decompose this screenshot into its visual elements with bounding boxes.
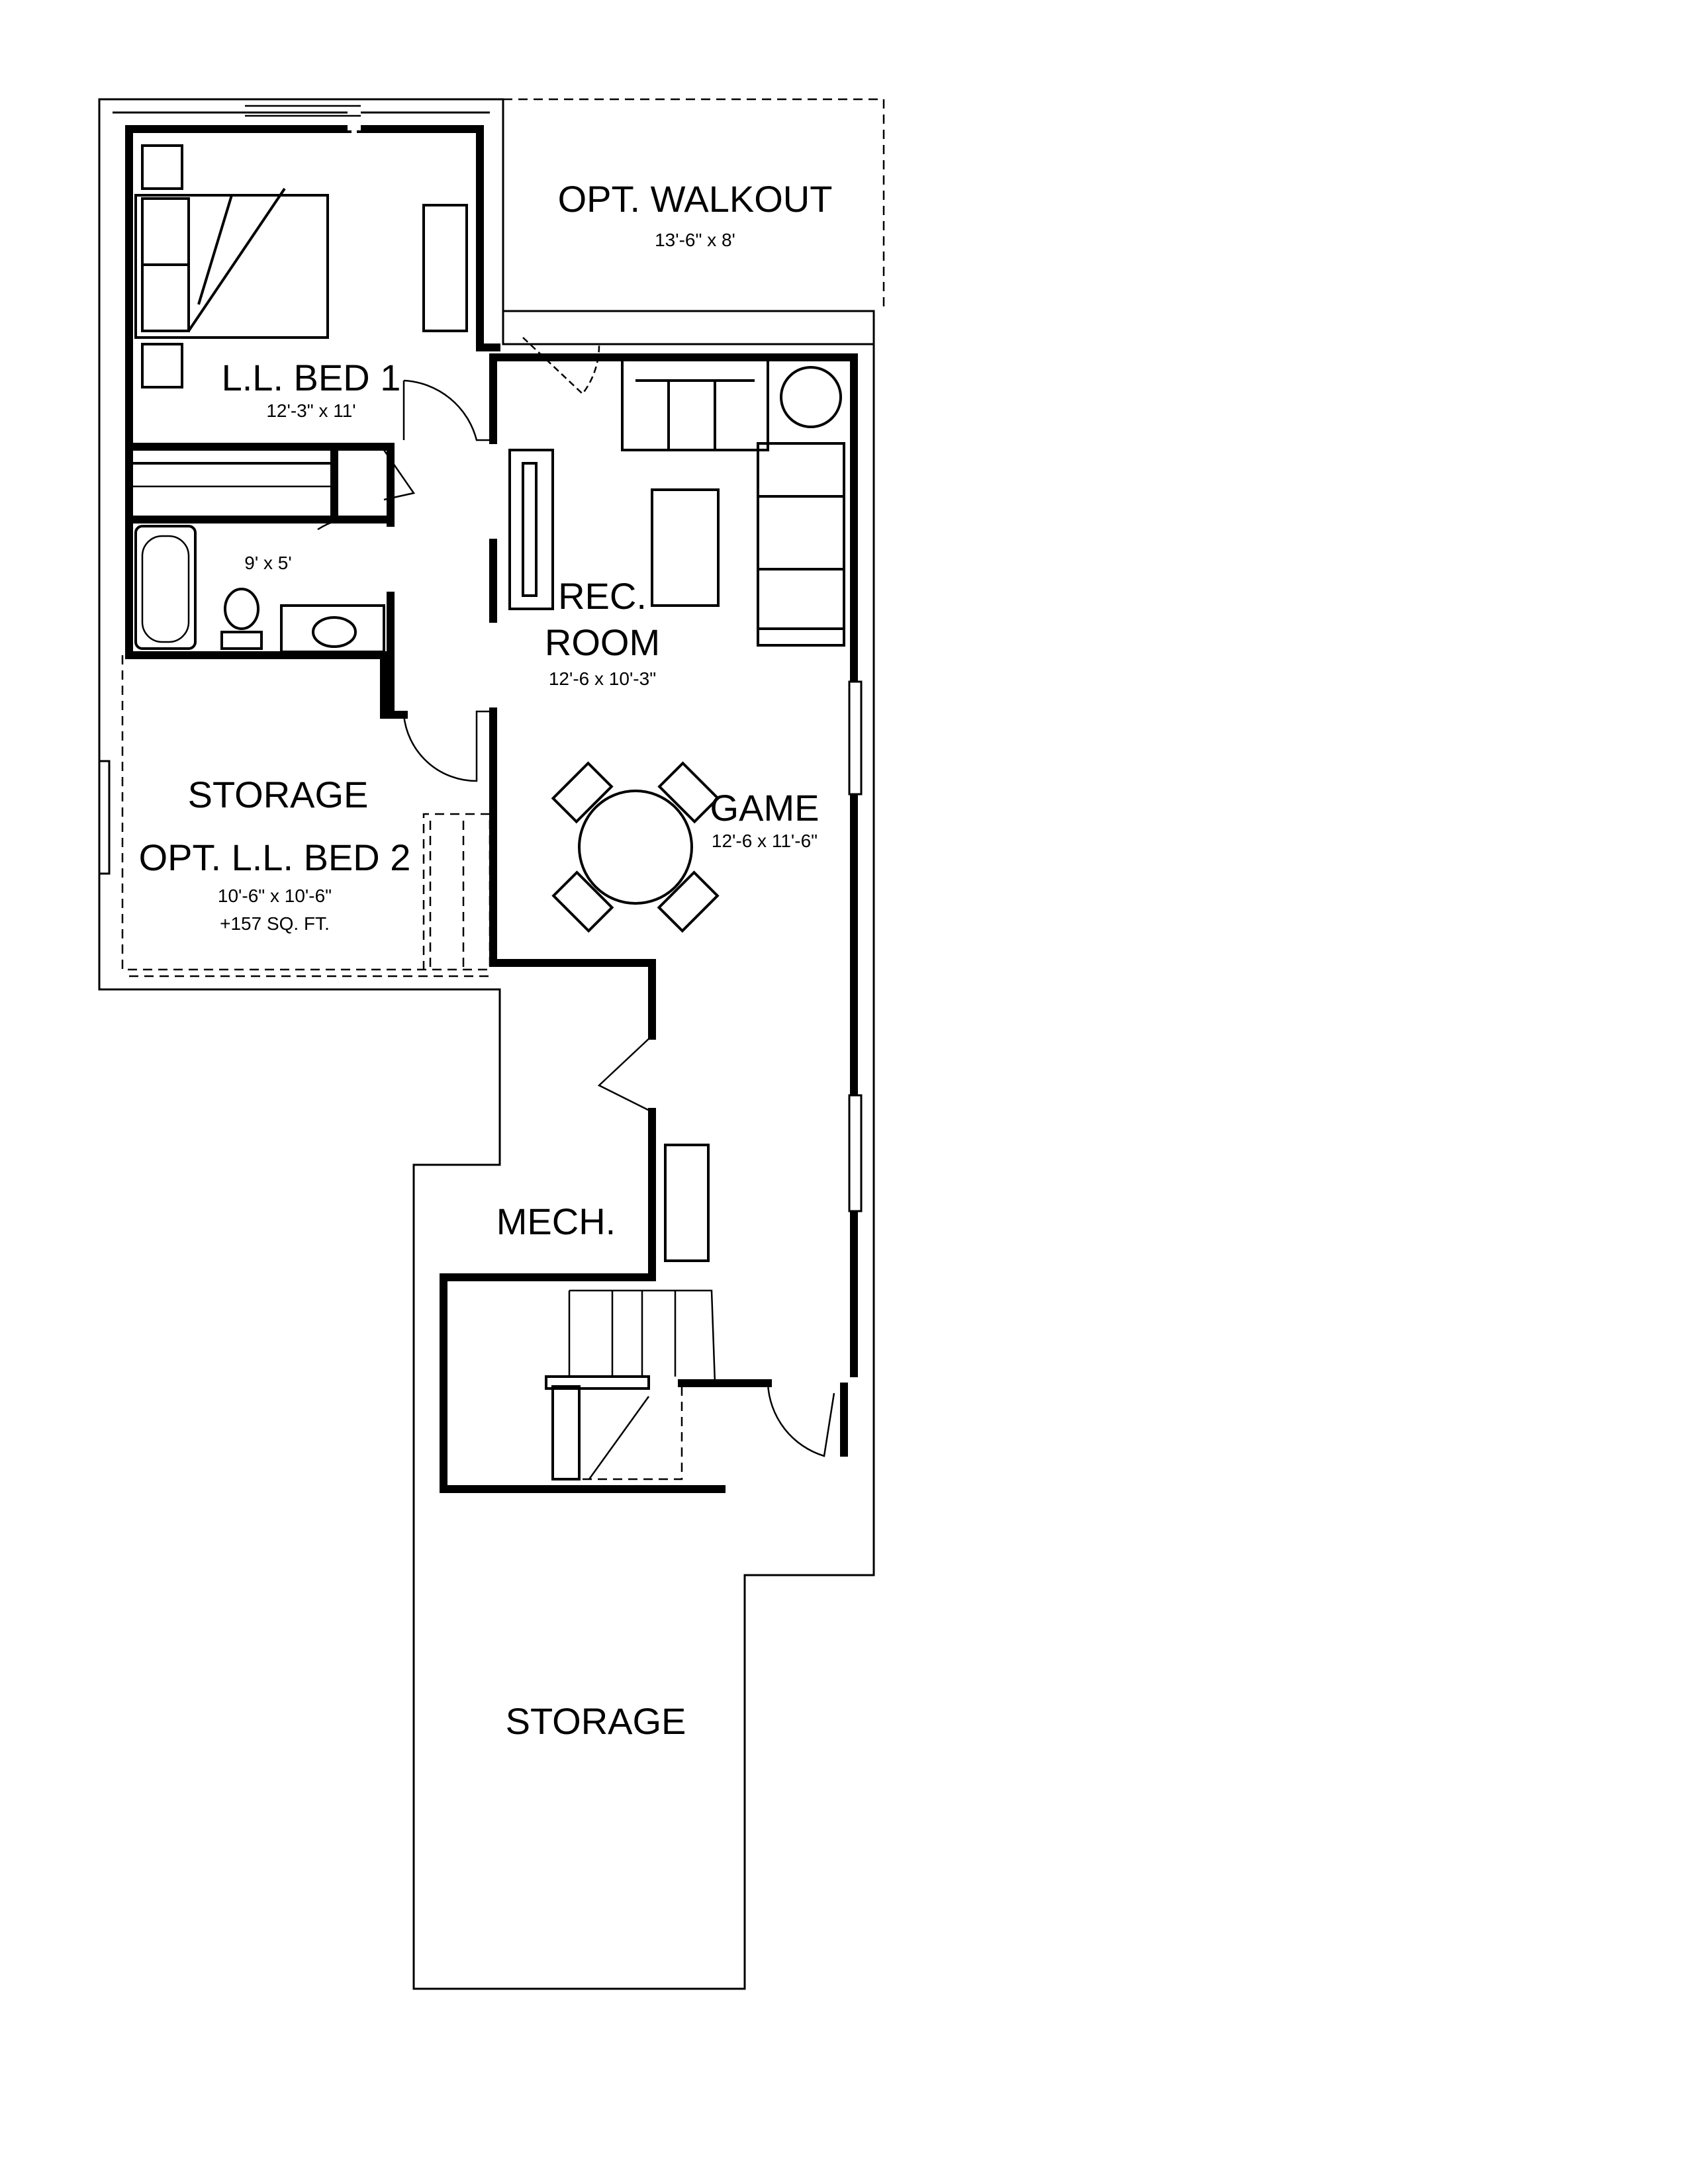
bed1-label: L.L. BED 1 <box>222 357 401 398</box>
bath-size: 9' x 5' <box>244 553 291 573</box>
bath-fixtures <box>134 525 385 653</box>
labels: OPT. WALKOUT 13'-6" x 8' L.L. BED 1 12'-… <box>139 178 833 1742</box>
rec-room-label-line2: ROOM <box>545 621 660 663</box>
doors <box>317 337 835 1457</box>
bed-furniture <box>128 144 468 521</box>
rec-room-size: 12'-6 x 10'-3" <box>549 668 656 689</box>
storage-left-area: +157 SQ. FT. <box>220 913 330 934</box>
storage-bottom-label: STORAGE <box>506 1700 686 1742</box>
mech-label: MECH. <box>496 1201 616 1242</box>
game-size: 12'-6 x 11'-6" <box>712 831 818 851</box>
storage-left-label: STORAGE <box>188 774 369 815</box>
opt-walkout-size: 13'-6" x 8' <box>655 230 735 250</box>
storage-left-size: 10'-6" x 10'-6" <box>218 886 332 906</box>
windows <box>245 104 863 1212</box>
rec-room-label-line1: REC. <box>558 575 647 617</box>
storage-left-outline <box>121 655 491 978</box>
game-label: GAME <box>710 787 820 829</box>
mech-stairs <box>545 1144 716 1480</box>
rec-furniture <box>508 356 845 647</box>
opt-walkout-area <box>502 98 885 344</box>
foundation-outline <box>98 98 875 1990</box>
opt-bed2-label: OPT. L.L. BED 2 <box>139 837 411 878</box>
game-table <box>551 761 720 933</box>
opt-walkout-label: OPT. WALKOUT <box>558 178 833 220</box>
bed1-size: 12'-3" x 11' <box>266 400 355 421</box>
